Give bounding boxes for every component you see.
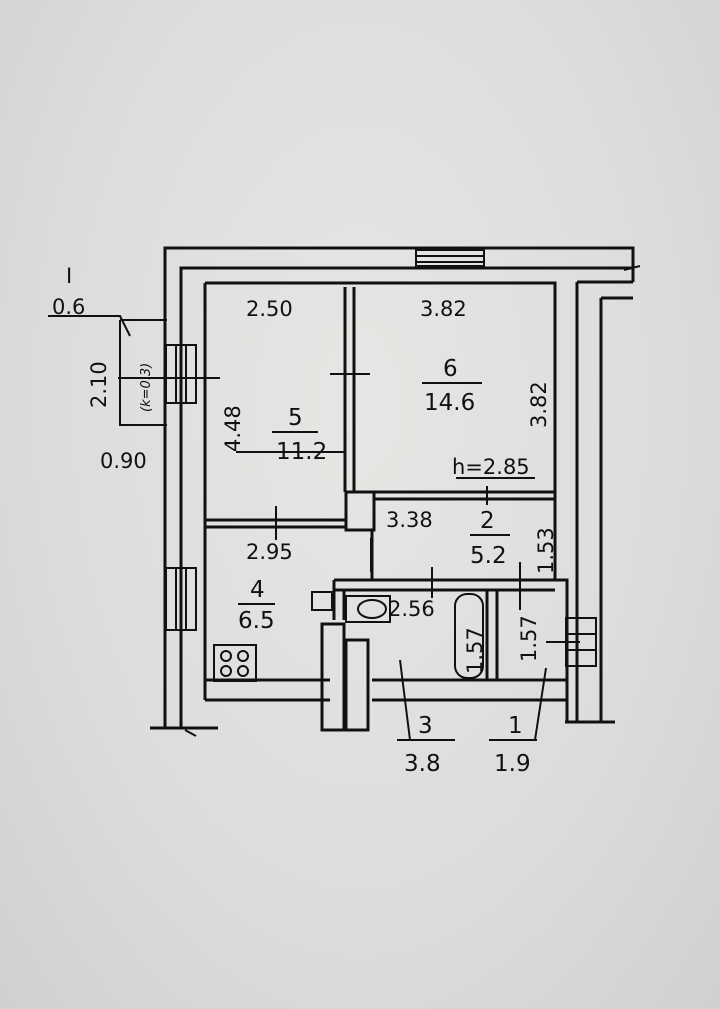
interior-walls [205,287,555,732]
room5-width: 2.50 [246,297,293,321]
room1-area: 1.9 [494,751,531,777]
balcony-coefficient: (k=0.3) [139,363,154,412]
balcony-width: 0.90 [100,449,147,473]
fraction-bars [238,382,510,605]
balcony-fraction-top: I [66,264,72,288]
room2-area: 5.2 [470,543,507,569]
ceiling-height: h=2.85 [452,455,530,479]
corridor-length: 2.56 [388,597,435,621]
room1-number: 1 [508,713,523,739]
room3-area: 3.8 [404,751,441,777]
room4-area: 6.5 [238,608,275,634]
room2-length: 3.38 [386,508,433,532]
room6-width: 3.82 [420,297,467,321]
room5-length: 4.48 [221,405,245,452]
fixtures [213,591,484,682]
room1-length: 1.57 [517,615,541,662]
room3-number: 3 [418,713,433,739]
bath-length: 1.57 [463,627,487,674]
dimension-lines [48,265,641,741]
room6-length: 3.82 [527,381,551,428]
balcony-fraction-bottom: 0.6 [52,295,85,319]
balcony-length: 2.10 [87,361,111,408]
room6-number: 6 [443,356,458,382]
room4-width: 2.95 [246,540,293,564]
windows [165,249,597,667]
outer-walls [150,246,635,730]
room5-area: 11.2 [276,439,327,465]
room2-width: 1.53 [534,527,558,574]
room2-number: 2 [480,508,495,534]
room6-area: 14.6 [424,390,475,416]
room4-number: 4 [250,577,265,603]
room5-number: 5 [288,405,303,431]
